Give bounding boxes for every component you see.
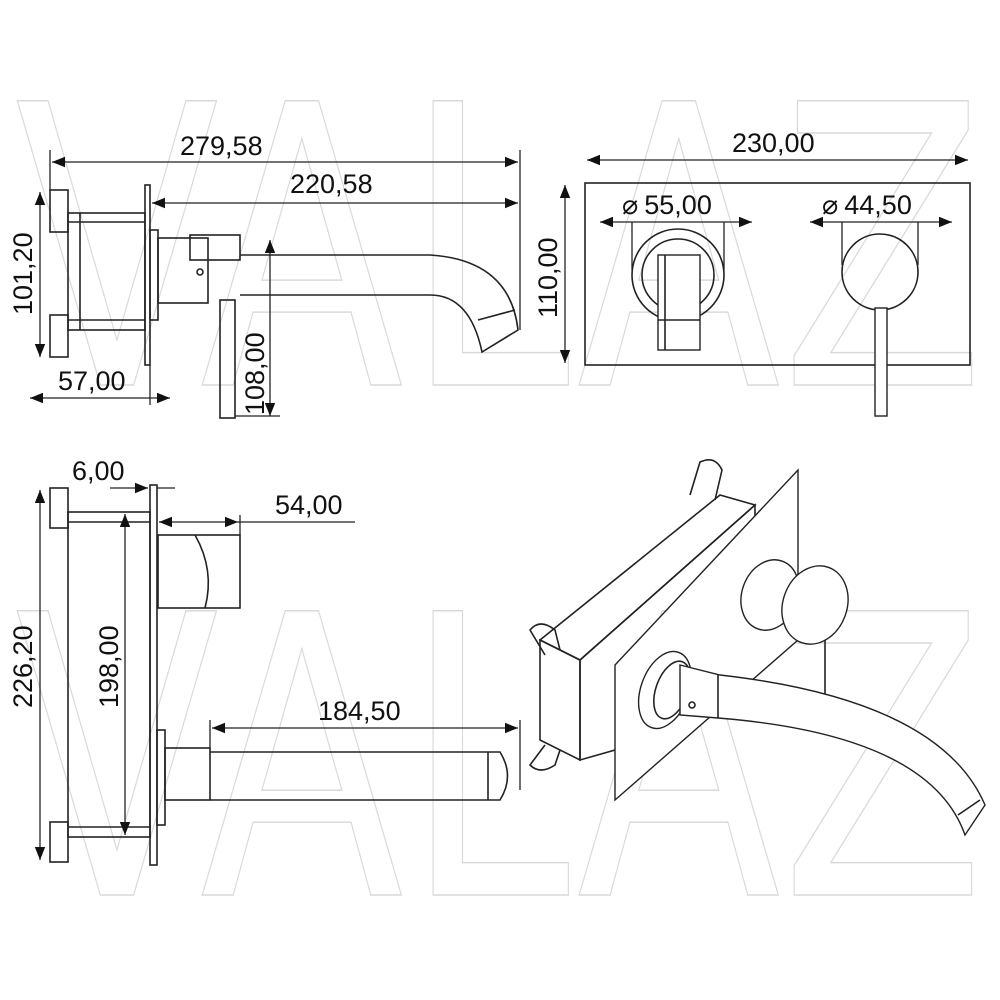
side-view: [49, 184, 519, 419]
dim-dia-44-5: ⌀44,50: [822, 190, 912, 220]
dim-108-00: 108,00: [240, 332, 270, 415]
watermark-logo: VALAZ VALAZ: [14, 22, 986, 988]
isometric-view: [528, 459, 986, 837]
dim-54-00: 54,00: [275, 490, 343, 520]
dim-dia-55: ⌀55,00: [622, 190, 712, 220]
dim-198-00: 198,00: [94, 625, 124, 708]
dim-226-20: 226,20: [8, 625, 38, 708]
top-view: [49, 484, 509, 866]
dim-230-00: 230,00: [732, 128, 815, 158]
dim-184-50: 184,50: [318, 696, 401, 726]
dim-101-20: 101,20: [8, 232, 38, 315]
side-view-dimensions: 279,58 220,58 101,20 57,00 108,00: [8, 131, 521, 417]
dim-279-58: 279,58: [180, 131, 263, 161]
dim-57-00: 57,00: [58, 366, 126, 396]
front-view: [584, 182, 971, 417]
dim-220-58: 220,58: [290, 169, 373, 199]
top-view-dimensions: 6,00 54,00 226,20 198,00 184,50: [8, 456, 521, 860]
dim-6-00: 6,00: [72, 456, 125, 486]
svg-text:VALAZ: VALAZ: [15, 23, 985, 477]
front-view-dimensions: 230,00 110,00 ⌀55,00 ⌀44,50: [533, 128, 968, 363]
dim-110-00: 110,00: [533, 237, 563, 318]
